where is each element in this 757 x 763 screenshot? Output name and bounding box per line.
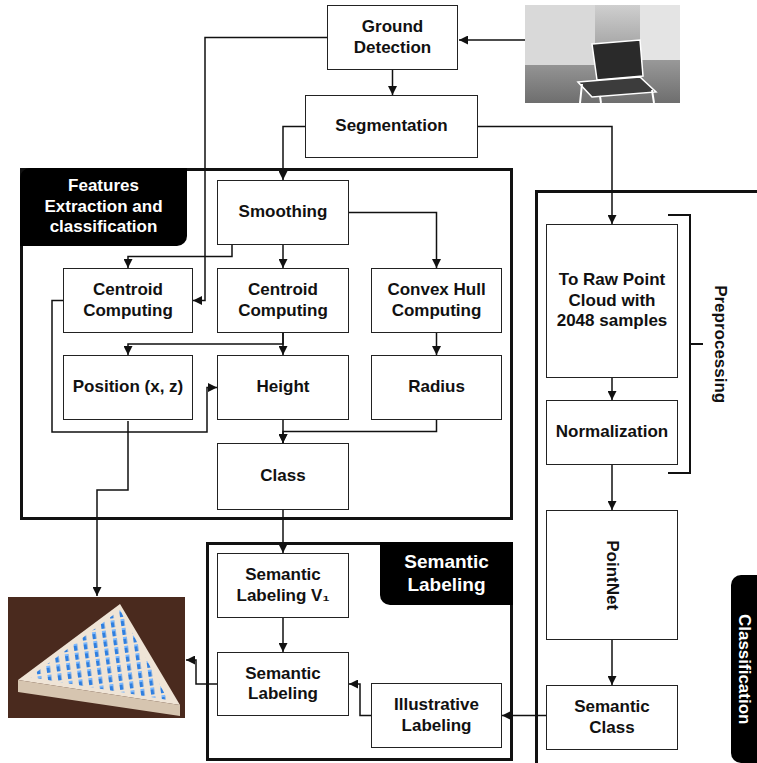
preprocessing-label: Preprocessing: [710, 285, 730, 403]
flow-arrow: [349, 684, 371, 716]
flow-arrow: [282, 333, 284, 355]
flow-arrow: [283, 127, 305, 181]
process-box: Class: [217, 443, 349, 510]
box-label: Position (x, z): [73, 377, 184, 397]
box-label: PointNet: [602, 540, 622, 610]
depth-image: [525, 5, 680, 103]
process-box: Centroid Computing: [217, 268, 349, 333]
process-box: To Raw Point Cloud with 2048 samples: [546, 224, 678, 378]
region-heading: Classification: [731, 575, 757, 763]
process-box: Radius: [371, 355, 502, 420]
process-box: Segmentation: [305, 95, 478, 158]
box-label: Segmentation: [335, 116, 447, 136]
flow-arrow: [282, 245, 284, 268]
process-box: Centroid Computing: [63, 268, 193, 333]
flow-arrow: [128, 333, 283, 355]
box-label: Class: [260, 466, 305, 486]
box-label: Centroid Computing: [72, 280, 184, 321]
process-box: Illustrative Labeling: [371, 683, 502, 748]
process-box: Semantic Labeling V₁: [217, 553, 349, 618]
flow-arrow: [282, 618, 284, 652]
group-label: Preprocessing: [705, 264, 735, 424]
process-box: Semantic Labeling: [217, 652, 349, 716]
box-label: Semantic Labeling V₁: [226, 565, 340, 606]
box-label: Semantic Labeling: [226, 664, 340, 705]
region-frame: SmoothingCentroid Computing Centroid Comp…: [20, 168, 513, 520]
flow-arrow: [436, 333, 438, 355]
pin-array-photo: [8, 597, 185, 718]
process-box: Convex Hull Computing: [371, 268, 502, 333]
box-label: Height: [257, 377, 310, 397]
flow-arrow: [128, 245, 232, 268]
flow-arrow: [611, 465, 613, 510]
flow-arrow: [611, 378, 613, 400]
box-label: Convex Hull Computing: [380, 280, 493, 321]
process-box: Height: [217, 355, 349, 420]
region-frame: To Raw Point Cloud with 2048 samplesNorm…: [535, 190, 757, 763]
flow-arrow: [478, 127, 612, 225]
region-title: Semantic Labeling: [386, 551, 507, 597]
flow-arrow: [392, 70, 394, 95]
region-title: Features Extraction and classification: [26, 176, 181, 237]
flow-arrow: [283, 420, 437, 443]
process-box: Ground Detection: [327, 5, 458, 70]
region-frame: Semantic Labeling V₁ Semantic LabelingIll…: [206, 542, 513, 761]
process-box: Smoothing: [217, 180, 349, 245]
flow-arrow: [349, 213, 437, 269]
flow-arrow: [502, 715, 546, 717]
box-label: Illustrative Labeling: [380, 695, 493, 736]
region-heading: Features Extraction and classification: [20, 168, 187, 246]
box-label: To Raw Point Cloud with 2048 samples: [555, 270, 669, 331]
region-heading: Semantic Labeling: [380, 542, 513, 605]
process-box: Semantic Class: [546, 685, 678, 750]
process-box: Normalization: [546, 400, 678, 465]
flow-arrow: [611, 640, 613, 685]
process-box: Position (x, z): [63, 355, 193, 420]
box-label: Semantic Class: [555, 697, 669, 738]
flow-arrow: [282, 510, 284, 553]
box-label: Smoothing: [239, 202, 328, 222]
box-label: Normalization: [556, 422, 668, 442]
process-box: PointNet: [546, 510, 678, 640]
box-label: Centroid Computing: [226, 280, 340, 321]
box-label: Ground Detection: [336, 17, 449, 58]
box-label: Radius: [408, 377, 465, 397]
region-title: Classification: [734, 614, 754, 725]
